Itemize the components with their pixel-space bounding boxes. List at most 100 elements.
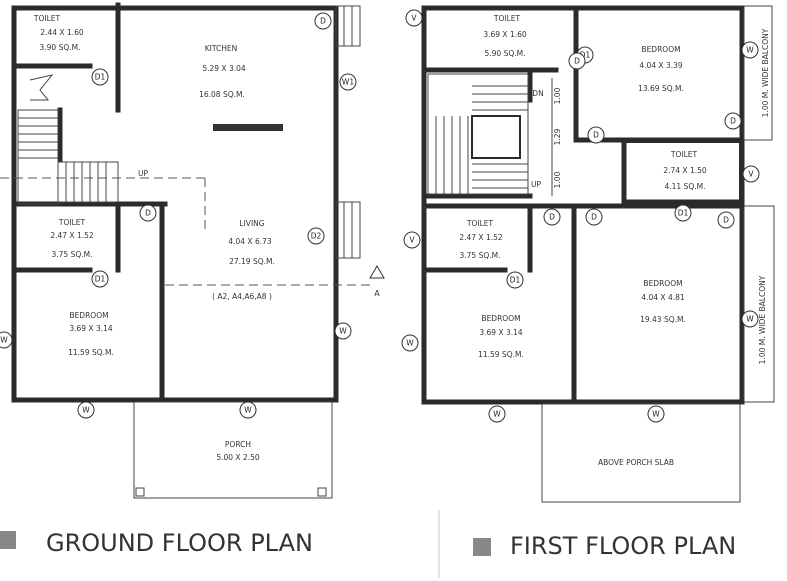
svg-text:4.11 SQ.M.: 4.11 SQ.M. [665,182,706,191]
ff-door-marker-stair: D [568,52,586,70]
svg-text:2.47 X 1.52: 2.47 X 1.52 [459,233,503,242]
svg-text:W: W [652,410,660,419]
svg-text:D1: D1 [95,275,106,284]
svg-text:W: W [0,336,8,345]
ff-bedroom-top: BEDROOM 4.04 X 3.39 13.69 SQ.M. [638,45,684,93]
gf-door1-marker-mid: D1 [91,270,109,288]
svg-text:11.59 SQ.M.: 11.59 SQ.M. [68,348,114,357]
gf-steps-top [335,5,361,47]
ff-window-marker-top: W [741,41,759,59]
svg-text:D1: D1 [580,51,591,60]
ff-stair-dim-1: 1.00 [553,87,562,104]
svg-text:D: D [593,131,599,140]
svg-text:D: D [723,216,729,225]
gf-door-marker-top: D [314,12,332,30]
svg-text:D: D [574,57,580,66]
gf-title: GROUND FLOOR PLAN [46,529,313,557]
svg-text:D: D [549,213,555,222]
svg-text:BEDROOM: BEDROOM [69,311,108,320]
gf-door-marker-mid: D [139,204,157,222]
svg-text:TOILET: TOILET [493,14,521,23]
svg-text:16.08 SQ.M.: 16.08 SQ.M. [199,90,245,99]
svg-text:5.29 X 3.04: 5.29 X 3.04 [202,64,246,73]
svg-text:W: W [746,46,754,55]
ff-toilet-top: TOILET 3.69 X 1.60 5.90 SQ.M. [483,14,527,58]
svg-text:3.69 X 3.14: 3.69 X 3.14 [69,324,113,333]
svg-text:W: W [339,327,347,336]
svg-text:( A2, A4,A6,A8 ): ( A2, A4,A6,A8 ) [212,292,272,301]
ff-vent-marker-right: V [742,165,760,183]
svg-text:27.19 SQ.M.: 27.19 SQ.M. [229,257,275,266]
svg-text:D: D [730,117,736,126]
svg-text:4.04 X 4.81: 4.04 X 4.81 [641,293,685,302]
ff-above-porch-label: ABOVE PORCH SLAB [598,458,674,467]
ff-balcony-top-label: 1.00 M. WIDE BALCONY [761,28,770,117]
gf-bedroom: BEDROOM 3.69 X 3.14 11.59 SQ.M. [68,311,114,357]
ff-stair-dim-3: 1.00 [553,171,562,188]
gf-window-marker-living: W [239,401,257,419]
ff-balcony-top-outline [743,5,773,141]
gf-staircase [17,74,119,205]
ff-stair-dim-2: 1.29 [553,128,562,145]
ff-stair-dn-label: DN [532,89,543,98]
svg-text:V: V [748,170,754,179]
svg-text:3.69 X 3.14: 3.69 X 3.14 [479,328,523,337]
gf-kitchen: KITCHEN 5.29 X 3.04 16.08 SQ.M. [199,44,246,99]
ff-toilet-left: TOILET 2.47 X 1.52 3.75 SQ.M. [459,219,503,260]
svg-text:5.00 X 2.50: 5.00 X 2.50 [216,453,260,462]
ff-vent-marker-left: V [403,231,421,249]
gf-window1-marker: W1 [339,73,357,91]
svg-text:W: W [746,315,754,324]
gf-toilet-top: TOILET 2.44 X 1.60 3.90 SQ.M. [33,14,84,52]
svg-text:2.44 X 1.60: 2.44 X 1.60 [40,28,84,37]
ff-title-swatch [473,538,491,556]
ff-window-marker-left: W [401,334,419,352]
ff-title: FIRST FLOOR PLAN [510,532,736,560]
ff-balcony-bottom-label: 1.00 M. WIDE BALCONY [758,275,767,364]
svg-text:D2: D2 [311,232,322,241]
svg-text:TOILET: TOILET [670,150,698,159]
svg-text:BEDROOM: BEDROOM [643,279,682,288]
ff-door-marker-mid-a: D [543,208,561,226]
svg-text:TOILET: TOILET [58,218,86,227]
svg-text:TOILET: TOILET [33,14,61,23]
ff-balcony-bottom-outline [743,205,775,403]
gf-kitchen-counter [213,124,283,131]
svg-text:W1: W1 [342,78,354,87]
gf-window-marker-left: W [0,331,13,349]
svg-text:2.74 X 1.50: 2.74 X 1.50 [663,166,707,175]
gf-section-arrow [369,265,385,279]
ff-toilet-right: TOILET 2.74 X 1.50 4.11 SQ.M. [663,150,707,191]
gf-living: LIVING 4.04 X 6.73 27.19 SQ.M. ( A2, A4,… [212,219,275,301]
svg-text:D: D [320,17,326,26]
svg-text:3.90 SQ.M.: 3.90 SQ.M. [40,43,81,52]
svg-text:3.75 SQ.M.: 3.75 SQ.M. [52,250,93,259]
gf-door2-marker: D2 [307,227,325,245]
ff-door-marker-mid-c: D [717,211,735,229]
ff-above-porch-outline [541,403,741,503]
ff-window-marker-bottom-a: W [488,405,506,423]
svg-text:3.75 SQ.M.: 3.75 SQ.M. [460,251,501,260]
ff-door-marker-hall: D [587,126,605,144]
svg-text:V: V [411,14,417,23]
svg-text:D: D [145,209,151,218]
gf-toilet-mid: TOILET 2.47 X 1.52 3.75 SQ.M. [50,218,94,259]
ff-door1-marker-mid: D1 [674,204,692,222]
svg-text:W: W [82,406,90,415]
ff-door-marker-mid-b: D [585,208,603,226]
svg-text:19.43 SQ.M.: 19.43 SQ.M. [640,315,686,324]
svg-text:BEDROOM: BEDROOM [481,314,520,323]
ff-window-marker-bottom-b: W [647,405,665,423]
gf-section-label: A [374,289,380,298]
svg-text:KITCHEN: KITCHEN [205,44,238,53]
ff-door-marker-right-top: D [724,112,742,130]
svg-text:D1: D1 [95,73,106,82]
gf-title-swatch [0,531,16,549]
gf-stair-up-label: UP [138,169,148,178]
svg-text:5.90 SQ.M.: 5.90 SQ.M. [485,49,526,58]
svg-text:13.69 SQ.M.: 13.69 SQ.M. [638,84,684,93]
ff-vent-marker-top-left: V [405,9,423,27]
svg-text:2.47 X 1.52: 2.47 X 1.52 [50,231,94,240]
svg-text:D1: D1 [510,276,521,285]
svg-text:4.04 X 6.73: 4.04 X 6.73 [228,237,272,246]
